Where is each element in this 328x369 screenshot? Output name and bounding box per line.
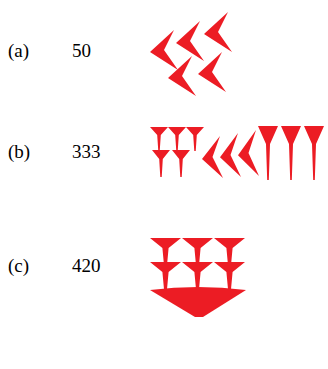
decimal-value: 50 <box>72 40 91 63</box>
item-letter: (c) <box>8 255 29 278</box>
decimal-value: 333 <box>72 141 101 164</box>
numeral-fifty <box>150 12 232 96</box>
decimal-value: 420 <box>72 255 101 278</box>
numeral-three-hundred-thirty-three <box>150 126 324 180</box>
numeral-four-hundred-twenty <box>150 238 246 317</box>
item-letter: (b) <box>8 141 30 164</box>
item-letter: (a) <box>8 40 29 63</box>
